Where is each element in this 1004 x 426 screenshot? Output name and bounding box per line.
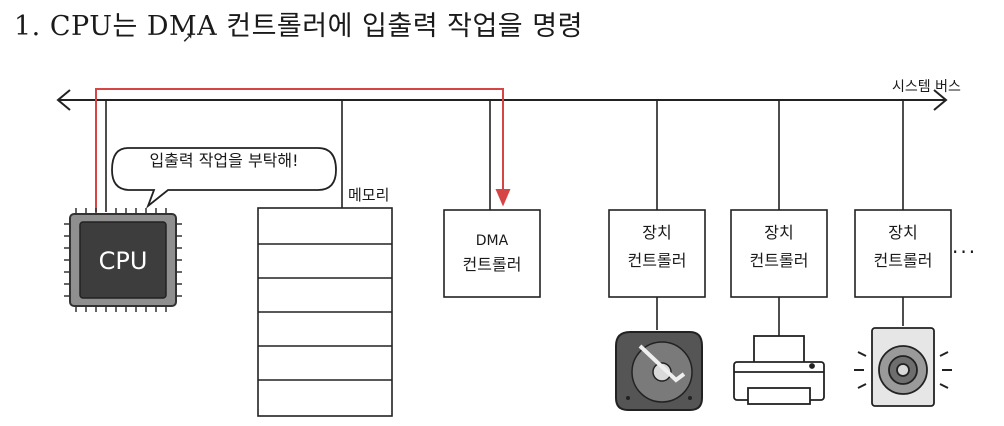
device-controller-label-3: 장치 컨트롤러	[855, 219, 951, 275]
speech-bubble	[111, 147, 337, 209]
dma-label-line2: 컨트롤러	[462, 255, 522, 274]
system-bus-label: 시스템 버스	[892, 79, 961, 95]
memory-label: 메모리	[348, 186, 390, 204]
dma-label-line1: DMA	[475, 233, 509, 249]
command-arrow	[95, 88, 511, 212]
more-devices-ellipsis: ···	[952, 240, 978, 264]
device-box-3	[854, 209, 952, 298]
hard-disk-icon	[615, 331, 703, 411]
device-label-line2: 컨트롤러	[627, 251, 687, 270]
cpu-label: CPU	[98, 247, 148, 275]
memory-block	[257, 207, 393, 417]
cpu-chip	[64, 208, 182, 312]
device-box-1	[608, 209, 706, 298]
speaker-icon	[854, 327, 952, 407]
page-title: 1. CPU는 DMA 컨트롤러에 입출력 작업을 명령	[14, 11, 583, 42]
device-label-line2: 컨트롤러	[873, 251, 933, 270]
printer-icon	[733, 335, 825, 405]
device-controller-label-2: 장치 컨트롤러	[731, 219, 827, 275]
device-label-line1: 장치	[642, 223, 672, 242]
device-box-2	[730, 209, 828, 298]
device-label-line1: 장치	[764, 223, 794, 242]
dma-box	[443, 209, 541, 298]
device-controller-label-1: 장치 컨트롤러	[609, 219, 705, 275]
bus-connectors	[105, 100, 904, 336]
device-label-line2: 컨트롤러	[749, 251, 809, 270]
device-label-line1: 장치	[888, 223, 918, 242]
mouse-cursor-icon: ➚	[182, 30, 194, 46]
dma-controller-label: DMA 컨트롤러	[444, 229, 540, 277]
speech-bubble-text: 입출력 작업을 부탁해!	[149, 151, 299, 170]
